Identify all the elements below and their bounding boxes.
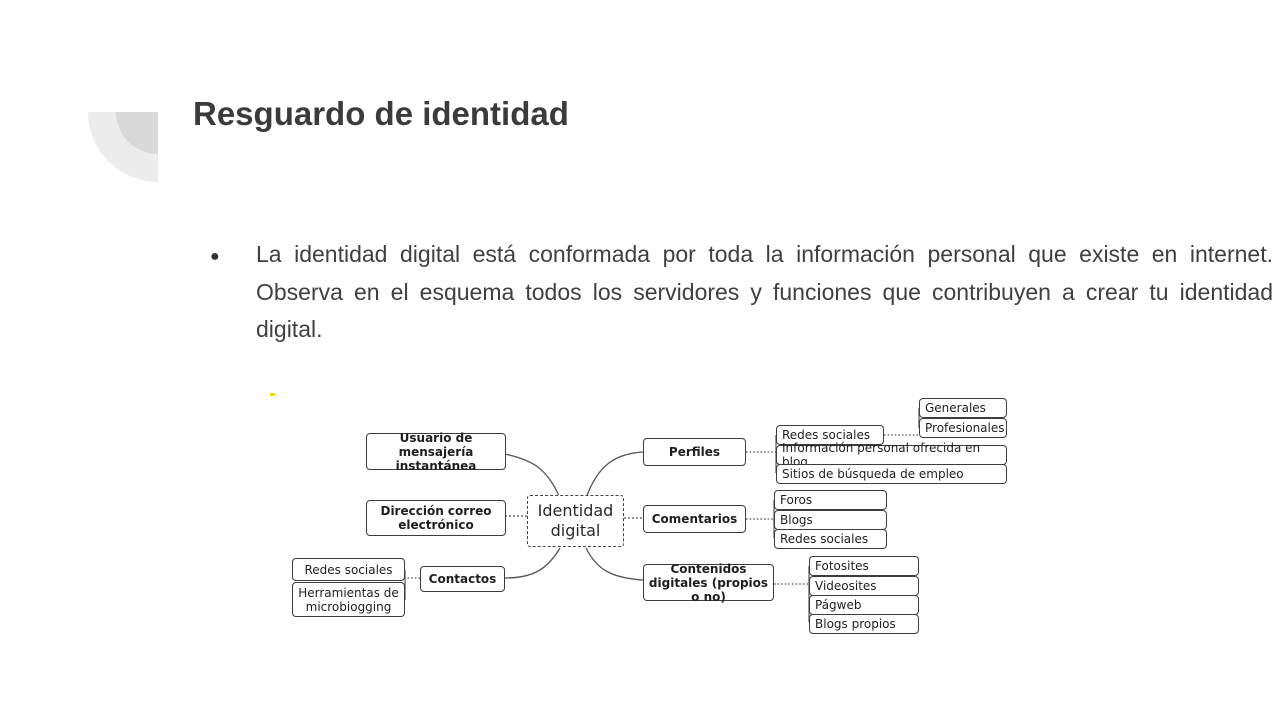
yellow-mark <box>270 393 275 396</box>
node-fotosites: Fotosites <box>809 556 919 576</box>
node-comentarios-redes-sociales: Redes sociales <box>774 529 887 549</box>
bullet-dot-icon: ● <box>210 248 220 265</box>
node-herramientas-microbiogging: Herramientas de microbiogging <box>292 582 405 617</box>
node-pagweb: Págweb <box>809 595 919 615</box>
node-blogs-propios: Blogs propios <box>809 614 919 634</box>
node-generales: Generales <box>919 398 1007 418</box>
node-perfiles: Perfiles <box>643 438 746 466</box>
node-sitios-busqueda-empleo: Sitios de búsqueda de empleo <box>776 464 1007 484</box>
slide-title: Resguardo de identidad <box>193 95 569 132</box>
node-blogs: Blogs <box>774 510 887 530</box>
node-videosites: Videosites <box>809 576 919 596</box>
bullet-item: ● La identidad digital está conformada p… <box>210 236 1275 349</box>
node-contactos: Contactos <box>420 566 505 592</box>
node-foros: Foros <box>774 490 887 510</box>
identity-mind-map: Identidad digital Usuario de mensajería … <box>262 388 1022 638</box>
node-info-personal-blog: Información personal ofrecida en blog <box>776 441 1007 469</box>
node-comentarios: Comentarios <box>643 505 746 533</box>
node-direccion-correo: Dirección correo electrónico <box>366 500 506 536</box>
node-profesionales: Profesionales <box>919 418 1007 438</box>
node-usuario-mensajeria: Usuario de mensajería instantánea <box>366 431 506 473</box>
center-node-identidad-digital: Identidad digital <box>527 495 624 547</box>
node-contenidos-digitales: Contenidos digitales (propios o no) <box>643 562 774 604</box>
node-perfiles-redes-sociales: Redes sociales <box>776 425 884 445</box>
bullet-text: La identidad digital está conformada por… <box>256 241 1273 342</box>
decorative-quarter-circle <box>88 112 158 182</box>
node-contactos-redes-sociales: Redes sociales <box>292 558 405 581</box>
